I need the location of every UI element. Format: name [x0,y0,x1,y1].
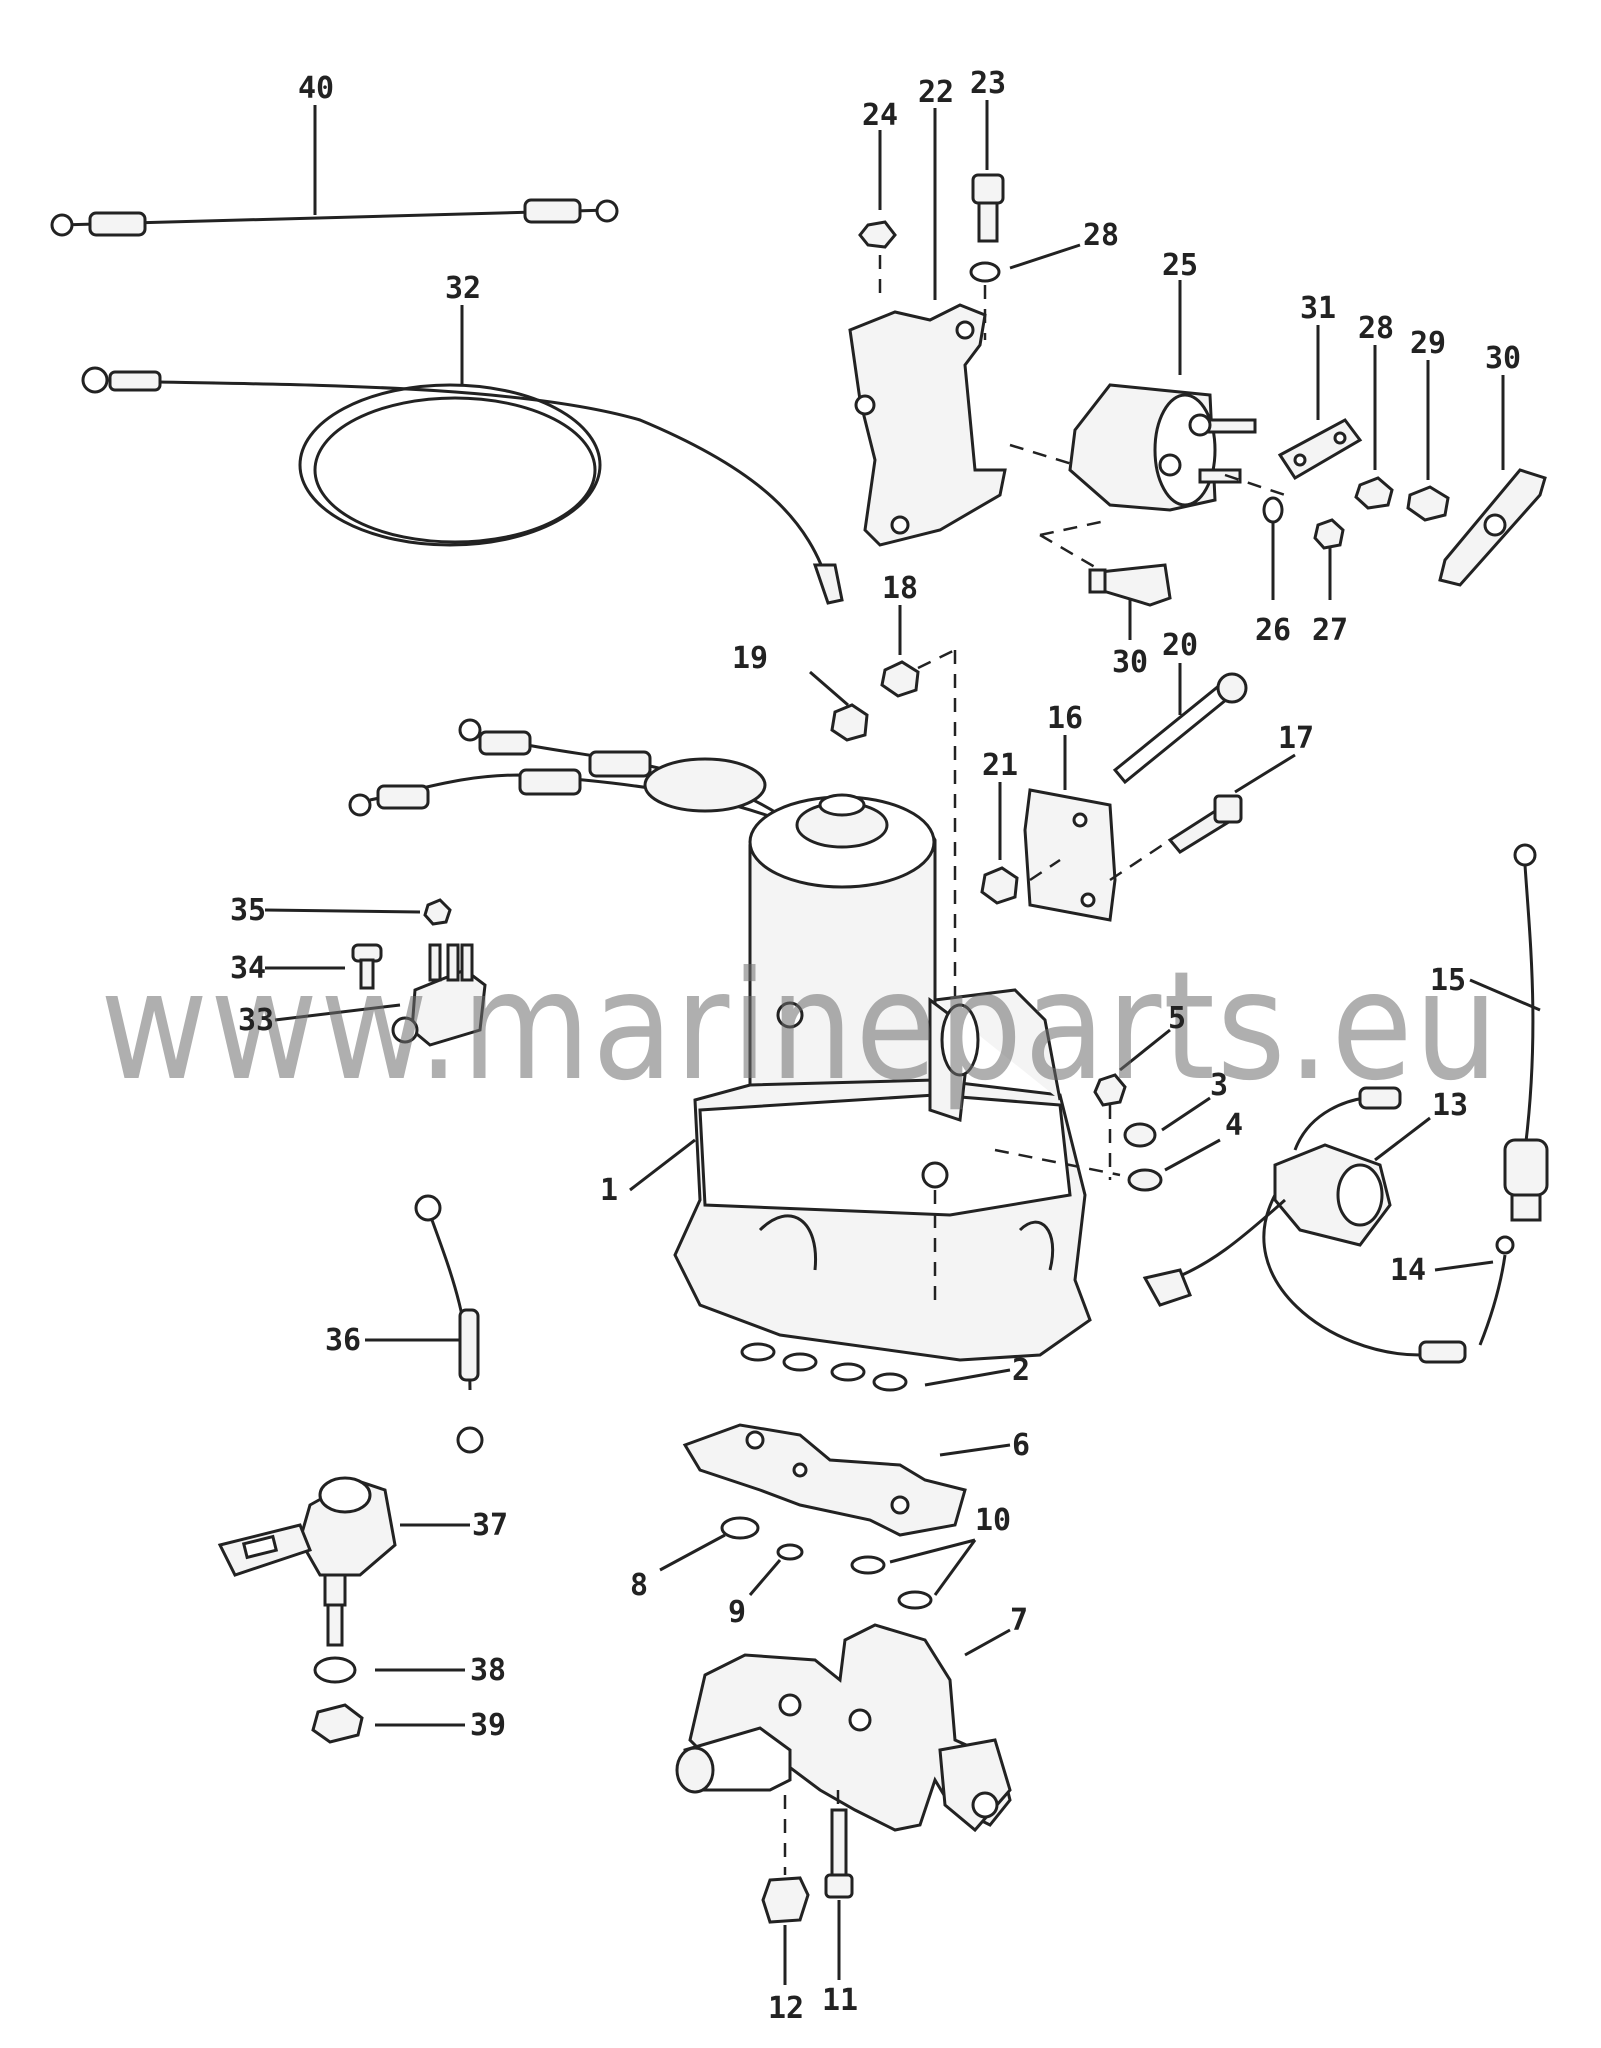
label-32: 31 [1300,291,1336,326]
label-28: 28 [1358,311,1394,346]
label-24: 24 [862,98,898,133]
label-36: 35 [230,893,266,928]
part-number-labels: 40 32 24 22 23 28 25 31 28 29 30 18 19 3… [230,66,1521,2026]
label-3: 3 [1210,1068,1228,1103]
part-31-screw [1039,518,1172,640]
label-33: 32 [445,271,481,306]
watermark-text: www.marineparts.eu [100,940,1500,1114]
part-36-nut [264,898,452,926]
part-38-battery-clamp [217,1476,470,1647]
part-32-link-plate [1277,325,1363,481]
part-1-pump-motor [348,718,1092,1362]
label-12: 12 [768,1991,804,2026]
part-34-fuse-holder [274,943,487,1047]
label-8: 8 [630,1568,648,1603]
part-4-washer [994,1138,1221,1192]
part-5-screw [1093,1028,1171,1180]
label-31b: 30 [1112,645,1148,680]
part-39-washer [313,1656,465,1684]
label-39: 38 [470,1653,506,1688]
label-26: 26 [1255,613,1291,648]
label-10: 10 [975,1503,1011,1538]
label-4: 4 [1225,1108,1243,1143]
part-22-bracket [848,108,1007,547]
label-30: 30 [1485,341,1521,376]
part-27-nut [1313,518,1345,600]
label-25: 25 [1162,248,1198,283]
part-24-nut [858,130,897,300]
label-38: 37 [472,1508,508,1543]
label-19: 19 [732,641,768,676]
part-7-manifold [675,1623,1012,1875]
label-7: 7 [1010,1603,1028,1638]
label-22: 22 [918,75,954,110]
label-9: 9 [728,1595,746,1630]
part-35-screw [265,943,383,990]
part-9-ring [748,1543,804,1596]
part-6-mounting-plate [682,1423,1011,1537]
part-30-terminal-boot [1438,375,1547,587]
label-27: 27 [1312,613,1348,648]
part-17-screw [1167,753,1296,854]
part-28-nut [1354,345,1394,510]
part-15-sensor-lead [1469,843,1549,1222]
label-17: 17 [1278,721,1314,756]
part-40-nut [311,1703,465,1744]
part-20-bolt [1112,663,1248,785]
label-34: 33 [238,1003,274,1038]
part-8-ring [659,1516,760,1572]
part-10-rings [850,1538,977,1610]
part-14-terminal [1434,1235,1515,1346]
part-13-switch [1142,1086,1467,1364]
label-29: 29 [1410,326,1446,361]
part-2-o-rings [740,1342,1011,1392]
label-28-top: 28 [1083,218,1119,253]
label-21: 21 [982,748,1018,783]
label-15: 15 [1430,963,1466,998]
part-41-cable [50,105,619,237]
label-41: 40 [298,71,334,106]
label-13: 13 [1432,1088,1468,1123]
part-28-washer-top [969,243,1081,340]
label-6: 6 [1012,1428,1030,1463]
label-14: 14 [1390,1253,1426,1288]
label-18: 18 [882,571,918,606]
part-21-nut [980,782,1061,905]
part-23-bolt [971,100,1005,243]
part-11-screw [824,1808,854,1980]
label-16: 16 [1047,701,1083,736]
label-35: 34 [230,951,266,986]
part-29-nut [1406,360,1450,522]
label-20: 20 [1162,628,1198,663]
part-37-ground-strap [365,1194,484,1454]
part-33-coiled-cable [81,305,844,605]
label-2: 2 [1012,1353,1030,1388]
label-37: 36 [325,1323,361,1358]
part-25-solenoid [1009,280,1286,512]
label-23: 23 [970,66,1006,101]
part-19-nut [809,670,869,742]
label-40: 39 [470,1708,506,1743]
label-1: 1 [600,1173,618,1208]
part-12-plug [761,1876,810,1985]
label-11: 11 [822,1983,858,2018]
part-26-lock-washer [1262,496,1284,600]
part-16-bracket [1023,735,1171,922]
part-3-lock-washer [1123,1096,1211,1148]
label-5: 5 [1168,1001,1186,1036]
